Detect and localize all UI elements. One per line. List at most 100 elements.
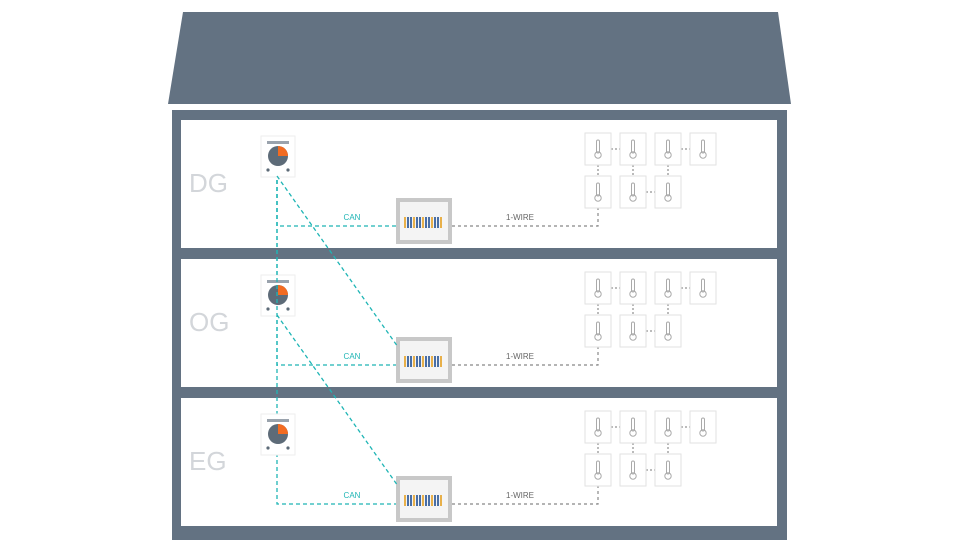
thermometer-bulb bbox=[629, 151, 637, 159]
breaker bbox=[407, 356, 409, 367]
temperature-sensor-icon bbox=[689, 410, 717, 444]
thermometer-stem bbox=[631, 139, 635, 154]
sensor-frame bbox=[584, 271, 612, 305]
temperature-sensor-icon bbox=[584, 132, 612, 166]
breaker bbox=[419, 217, 421, 228]
sensor-frame bbox=[654, 271, 682, 305]
temperature-sensor-icon bbox=[654, 132, 682, 166]
distribution-box-icon bbox=[396, 337, 452, 383]
one-wire-label: 1-WIRE bbox=[506, 352, 534, 361]
temperature-sensor-icon bbox=[689, 132, 717, 166]
temperature-sensor-icon bbox=[584, 453, 612, 487]
one-wire-label: 1-WIRE bbox=[506, 491, 534, 500]
thermometer-stem bbox=[666, 321, 670, 336]
thermometer-bulb bbox=[699, 151, 707, 159]
breaker bbox=[416, 495, 418, 506]
thermometer-stem bbox=[666, 460, 670, 475]
breaker bbox=[410, 495, 412, 506]
temperature-sensor-icon bbox=[654, 314, 682, 348]
temperature-sensor-icon bbox=[619, 314, 647, 348]
thermometer-bulb bbox=[629, 333, 637, 341]
temperature-sensor-icon bbox=[654, 410, 682, 444]
controller-header bbox=[267, 141, 289, 144]
breaker bbox=[440, 217, 442, 228]
sensor-frame bbox=[654, 175, 682, 209]
sensor-frame bbox=[584, 314, 612, 348]
thermometer-stem bbox=[666, 417, 670, 432]
breaker bbox=[437, 356, 439, 367]
breaker bbox=[422, 356, 424, 367]
breaker bbox=[416, 217, 418, 228]
controller-button bbox=[286, 307, 290, 311]
temperature-sensor-icon bbox=[584, 410, 612, 444]
distribution-box-icon bbox=[396, 476, 452, 522]
breaker bbox=[413, 217, 415, 228]
thermometer-bulb bbox=[629, 472, 637, 480]
sensor-frame bbox=[654, 314, 682, 348]
controller-button bbox=[266, 168, 270, 172]
controller-button bbox=[286, 446, 290, 450]
thermometer-bulb bbox=[664, 194, 672, 202]
controller-button bbox=[266, 307, 270, 311]
sensor-frame bbox=[689, 132, 717, 166]
floor-eg: EG CAN 1-WIRE bbox=[181, 180, 777, 526]
thermometer-stem bbox=[701, 417, 705, 432]
thermometer-bulb bbox=[594, 290, 602, 298]
controller-button bbox=[286, 168, 290, 172]
sensor-frame bbox=[619, 132, 647, 166]
breaker bbox=[431, 217, 433, 228]
controller-dial-active bbox=[278, 285, 288, 295]
roof bbox=[168, 12, 791, 104]
thermometer-stem bbox=[631, 278, 635, 293]
thermometer-stem bbox=[596, 278, 600, 293]
sensor-frame bbox=[584, 175, 612, 209]
thermometer-bulb bbox=[629, 194, 637, 202]
floor-label: EG bbox=[189, 446, 227, 476]
thermometer-stem bbox=[596, 417, 600, 432]
thermometer-bulb bbox=[664, 290, 672, 298]
temperature-sensor-icon bbox=[584, 314, 612, 348]
controller-dial-active bbox=[278, 424, 288, 434]
temperature-sensor-icon bbox=[619, 410, 647, 444]
distribution-box-icon bbox=[396, 198, 452, 244]
breaker bbox=[425, 495, 427, 506]
thermometer-stem bbox=[596, 460, 600, 475]
thermometer-bulb bbox=[664, 151, 672, 159]
thermometer-bulb bbox=[664, 472, 672, 480]
controller-header bbox=[267, 419, 289, 422]
can-bus-line bbox=[276, 180, 398, 505]
temperature-sensor-icon bbox=[619, 271, 647, 305]
breaker bbox=[437, 495, 439, 506]
breaker bbox=[428, 356, 430, 367]
breaker bbox=[407, 495, 409, 506]
breaker bbox=[404, 495, 406, 506]
thermometer-bulb bbox=[594, 429, 602, 437]
temperature-sensor-icon bbox=[654, 175, 682, 209]
can-label: CAN bbox=[344, 213, 361, 222]
sensor-frame bbox=[689, 410, 717, 444]
breaker bbox=[440, 356, 442, 367]
breaker bbox=[434, 495, 436, 506]
can-label: CAN bbox=[344, 491, 361, 500]
breaker bbox=[413, 356, 415, 367]
thermometer-stem bbox=[596, 321, 600, 336]
sensor-frame bbox=[619, 410, 647, 444]
breaker bbox=[404, 356, 406, 367]
sensor-frame bbox=[619, 175, 647, 209]
breaker bbox=[419, 495, 421, 506]
controller-dial-active bbox=[278, 146, 288, 156]
sensor-frame bbox=[584, 453, 612, 487]
sensor-frame bbox=[689, 271, 717, 305]
thermometer-stem bbox=[701, 139, 705, 154]
thermometer-bulb bbox=[594, 333, 602, 341]
room-controller-icon bbox=[260, 413, 296, 456]
sensor-frame bbox=[619, 271, 647, 305]
thermometer-bulb bbox=[594, 194, 602, 202]
thermometer-stem bbox=[631, 417, 635, 432]
sensor-frame bbox=[584, 132, 612, 166]
thermometer-stem bbox=[631, 321, 635, 336]
thermometer-bulb bbox=[699, 290, 707, 298]
breaker bbox=[437, 217, 439, 228]
